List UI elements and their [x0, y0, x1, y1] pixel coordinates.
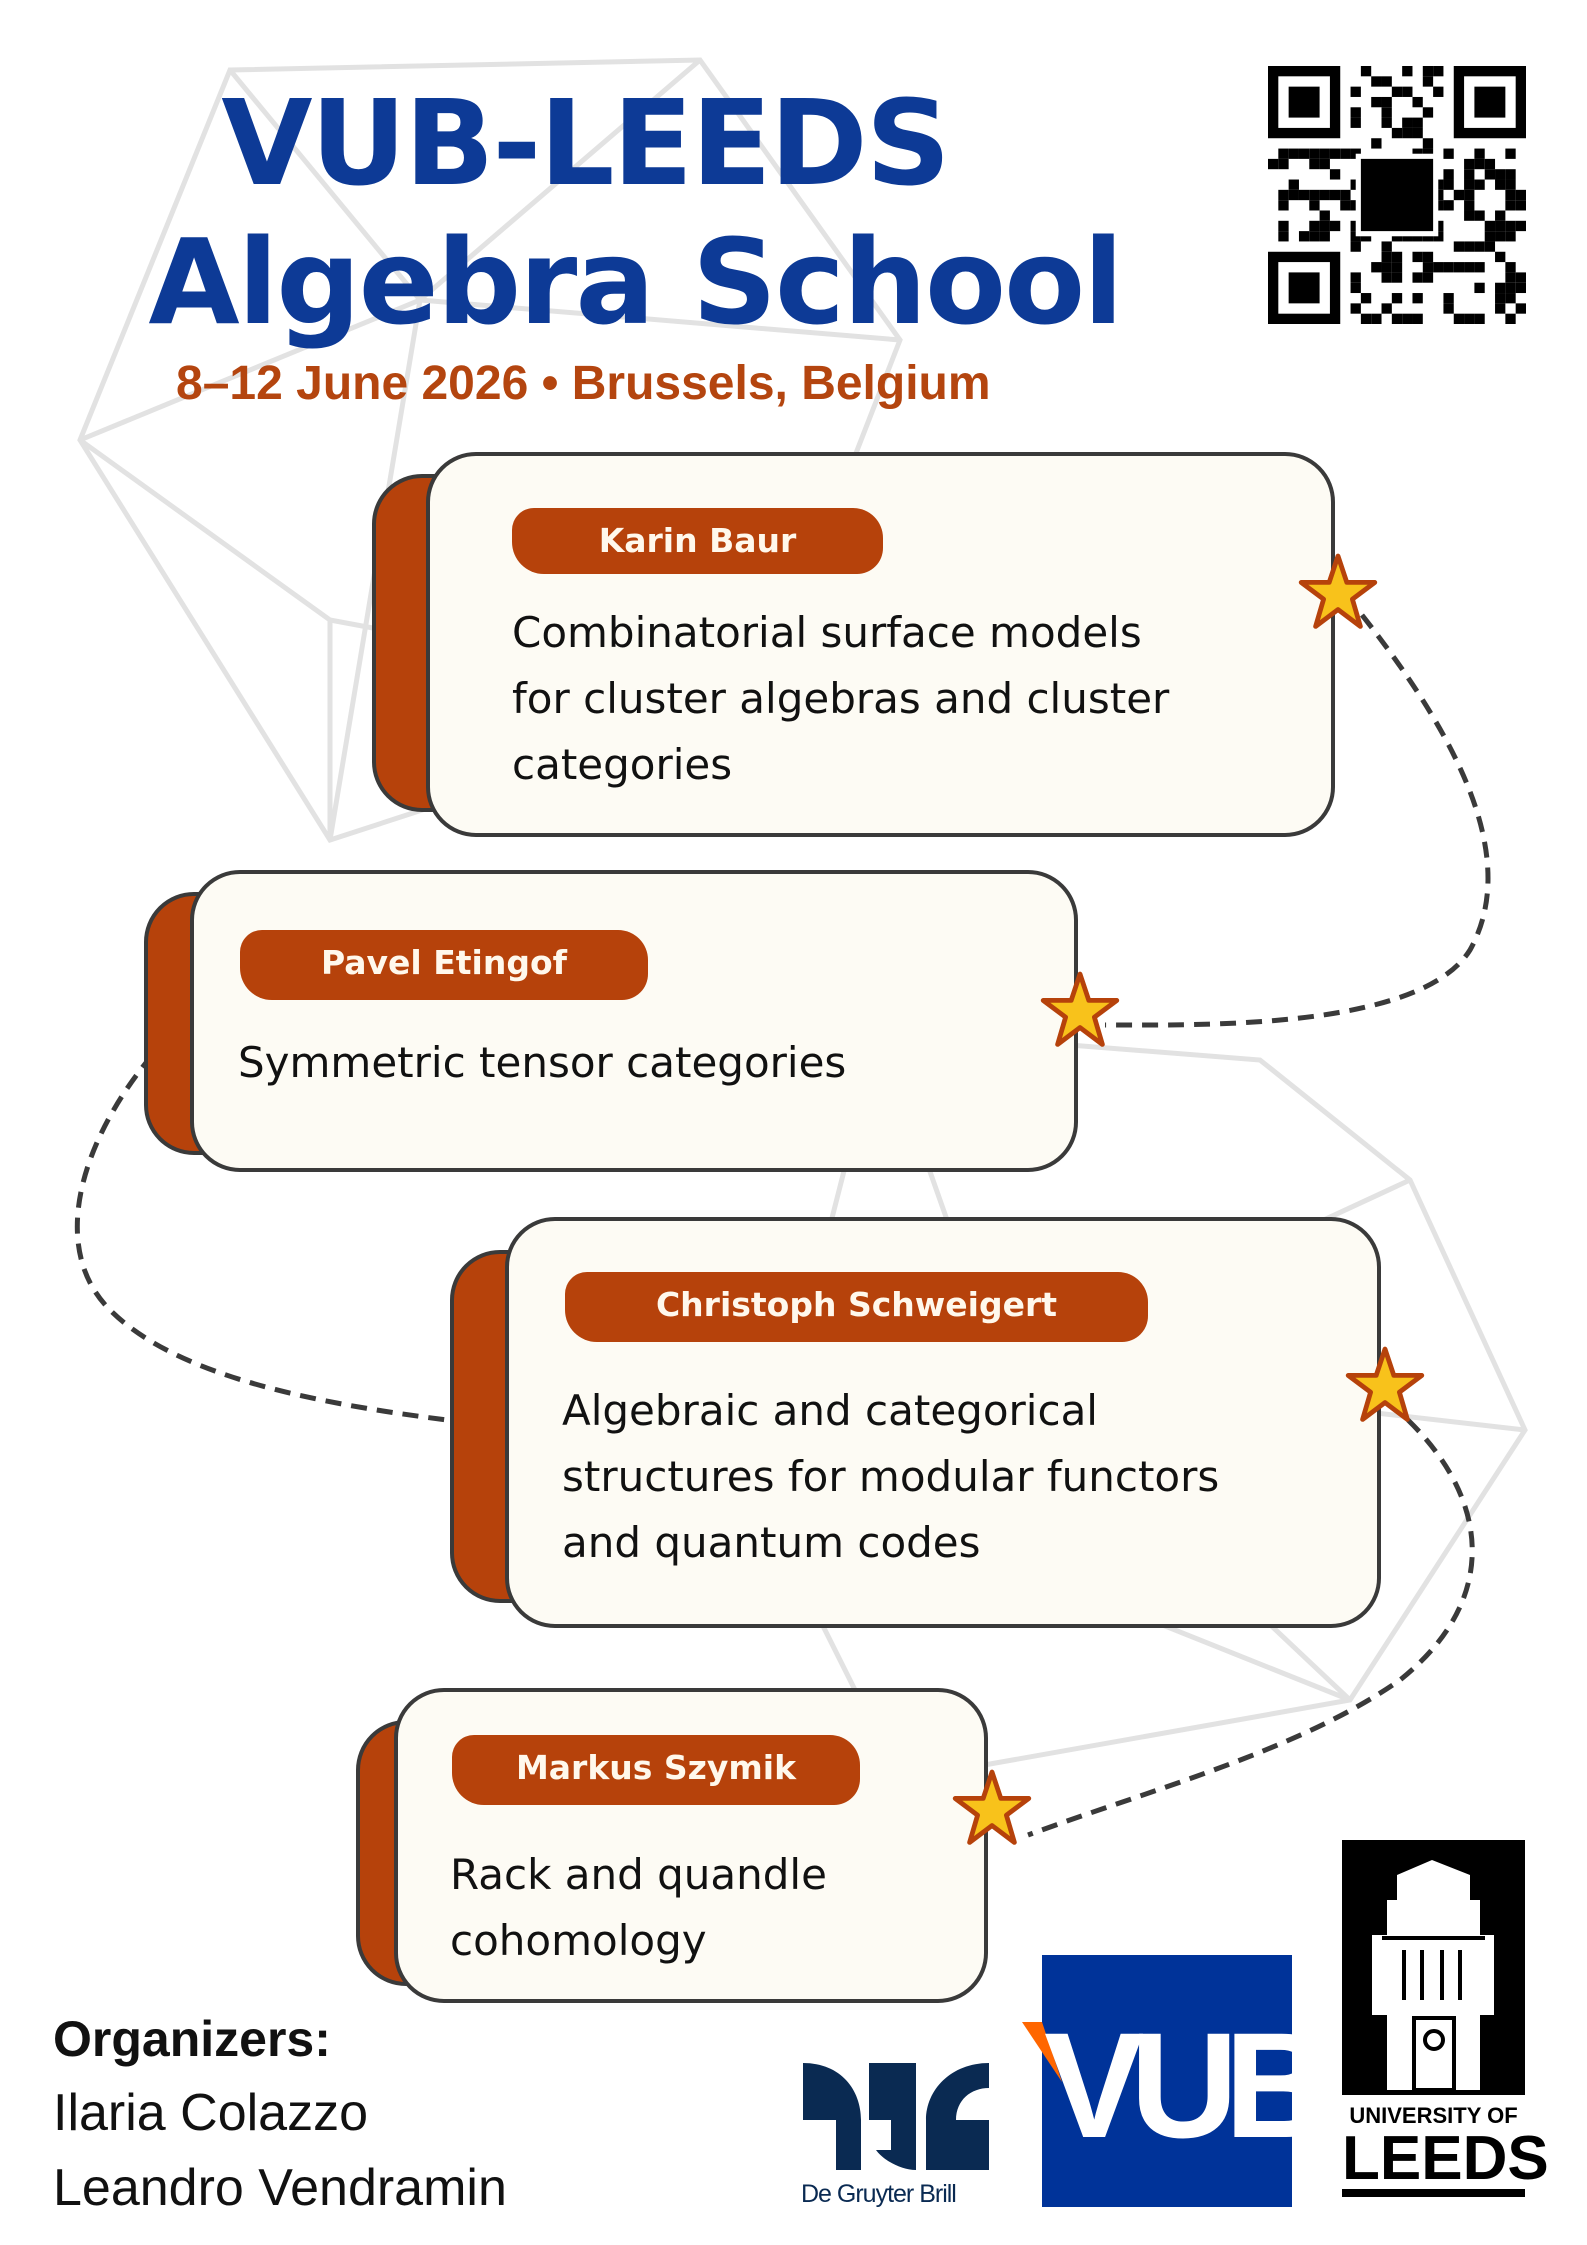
- speaker-badge: Pavel Etingof: [240, 930, 648, 1000]
- talk-title: Combinatorial surface models for cluster…: [512, 600, 1169, 798]
- speaker-badge: Christoph Schweigert: [565, 1272, 1148, 1342]
- star-icon: [1040, 971, 1120, 1047]
- leeds-logo-line2: LEEDS: [1342, 2128, 1549, 2197]
- star-icon: [1298, 553, 1378, 629]
- talk-title-line: for cluster algebras and cluster: [512, 674, 1170, 723]
- organizer-name: Ilaria Colazzo: [53, 2084, 369, 2142]
- leeds-logo-line1: UNIVERSITY OF: [1349, 2103, 1518, 2128]
- talk-title-line: cohomology: [450, 1916, 707, 1965]
- university-of-leeds-logo: UNIVERSITY OF LEEDS: [1342, 1840, 1549, 2208]
- talk-title-line: Algebraic and categorical: [562, 1386, 1098, 1435]
- connector-1: [1104, 613, 1491, 1028]
- organizer-name: Leandro Vendramin: [53, 2159, 507, 2217]
- talk-title-line: Combinatorial surface models: [512, 608, 1142, 657]
- vub-logo-text: VUB: [1044, 2001, 1333, 2169]
- talk-title-line: Symmetric tensor categories: [238, 1038, 847, 1087]
- talk-title: Algebraic and categorical structures for…: [562, 1378, 1219, 1576]
- organizers-heading: Organizers:: [53, 2011, 331, 2067]
- talk-title: Rack and quandle cohomology: [450, 1842, 827, 1974]
- speaker-badge: Karin Baur: [512, 508, 883, 574]
- talk-card-2: [190, 870, 1078, 1172]
- connector-2: [74, 1015, 448, 1423]
- star-icon: [952, 1769, 1032, 1845]
- talk-title-line: structures for modular functors: [562, 1452, 1220, 1501]
- talk-title-line: categories: [512, 740, 733, 789]
- star-icon: [1345, 1346, 1425, 1422]
- talk-title-line: Rack and quandle: [450, 1850, 827, 1899]
- connector-3: [1027, 1418, 1475, 1838]
- talk-title: Symmetric tensor categories: [238, 1030, 846, 1096]
- title-line-2: Algebra School: [148, 213, 1123, 351]
- qr-code-icon[interactable]: [1268, 66, 1526, 324]
- talk-title-line: and quantum codes: [562, 1518, 981, 1567]
- degruyter-brill-text: De Gruyter Brill: [801, 2180, 957, 2208]
- title-line-1: VUB-LEEDS: [221, 74, 950, 212]
- speaker-badge: Markus Szymik: [452, 1735, 860, 1805]
- event-date-location: 8–12 June 2026 • Brussels, Belgium: [176, 357, 991, 410]
- vub-orange-accent: [1022, 2022, 1062, 2082]
- vub-logo: VUB: [1022, 1955, 1333, 2207]
- degruyter-brill-logo: De Gruyter Brill: [801, 2060, 991, 2210]
